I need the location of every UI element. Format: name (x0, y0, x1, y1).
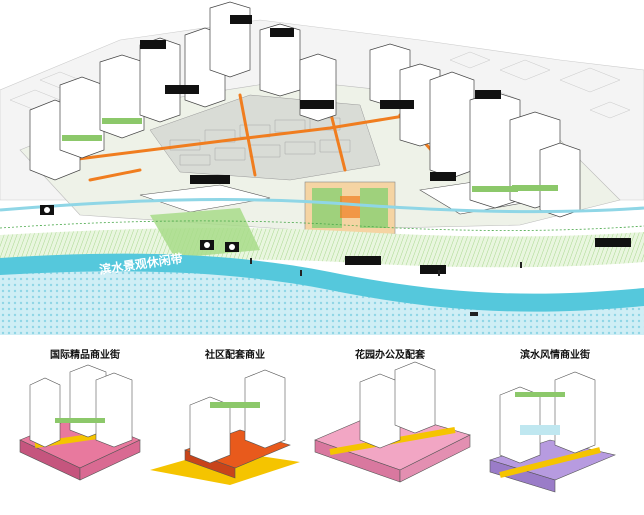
poi-marker (190, 175, 230, 184)
poi-marker (345, 256, 381, 265)
poi-markers (40, 15, 631, 274)
poi-marker (225, 242, 239, 252)
roof-gardens (62, 118, 558, 192)
typology-caption-3: 花园办公及配套 (355, 348, 426, 361)
poi-marker (420, 265, 446, 274)
poi-marker (475, 90, 501, 99)
poi-marker (140, 40, 166, 49)
poi-marker (430, 172, 456, 181)
poi-marker (270, 28, 294, 37)
typology-caption-1: 国际精品商业街 (50, 348, 120, 361)
typology-caption-4: 滨水风情商业街 (520, 348, 590, 361)
old-town-texture (169, 117, 351, 166)
riverside-path (0, 198, 644, 214)
poi-marker (230, 15, 252, 24)
plaza-court (340, 196, 360, 218)
poi-marker (200, 240, 214, 250)
typology-diagram-1 (19, 364, 141, 481)
typology-diagram-3 (314, 361, 471, 483)
typology-diagram-2 (150, 369, 300, 485)
poi-marker (40, 205, 54, 215)
typology-caption-2: 社区配套商业 (204, 348, 265, 361)
people-figures (250, 258, 522, 316)
master-plan: 滨水景观休闲带 (0, 1, 644, 335)
typology-captions: 国际精品商业街 社区配套商业 花园办公及配套 滨水风情商业街 (50, 348, 590, 361)
poi-marker (595, 238, 631, 247)
poi-marker (165, 85, 199, 94)
typology-diagram-4 (489, 371, 616, 493)
river-dotted-shore (0, 271, 644, 335)
poi-marker (380, 100, 414, 109)
poi-marker (300, 100, 334, 109)
plaza-green (312, 188, 342, 228)
